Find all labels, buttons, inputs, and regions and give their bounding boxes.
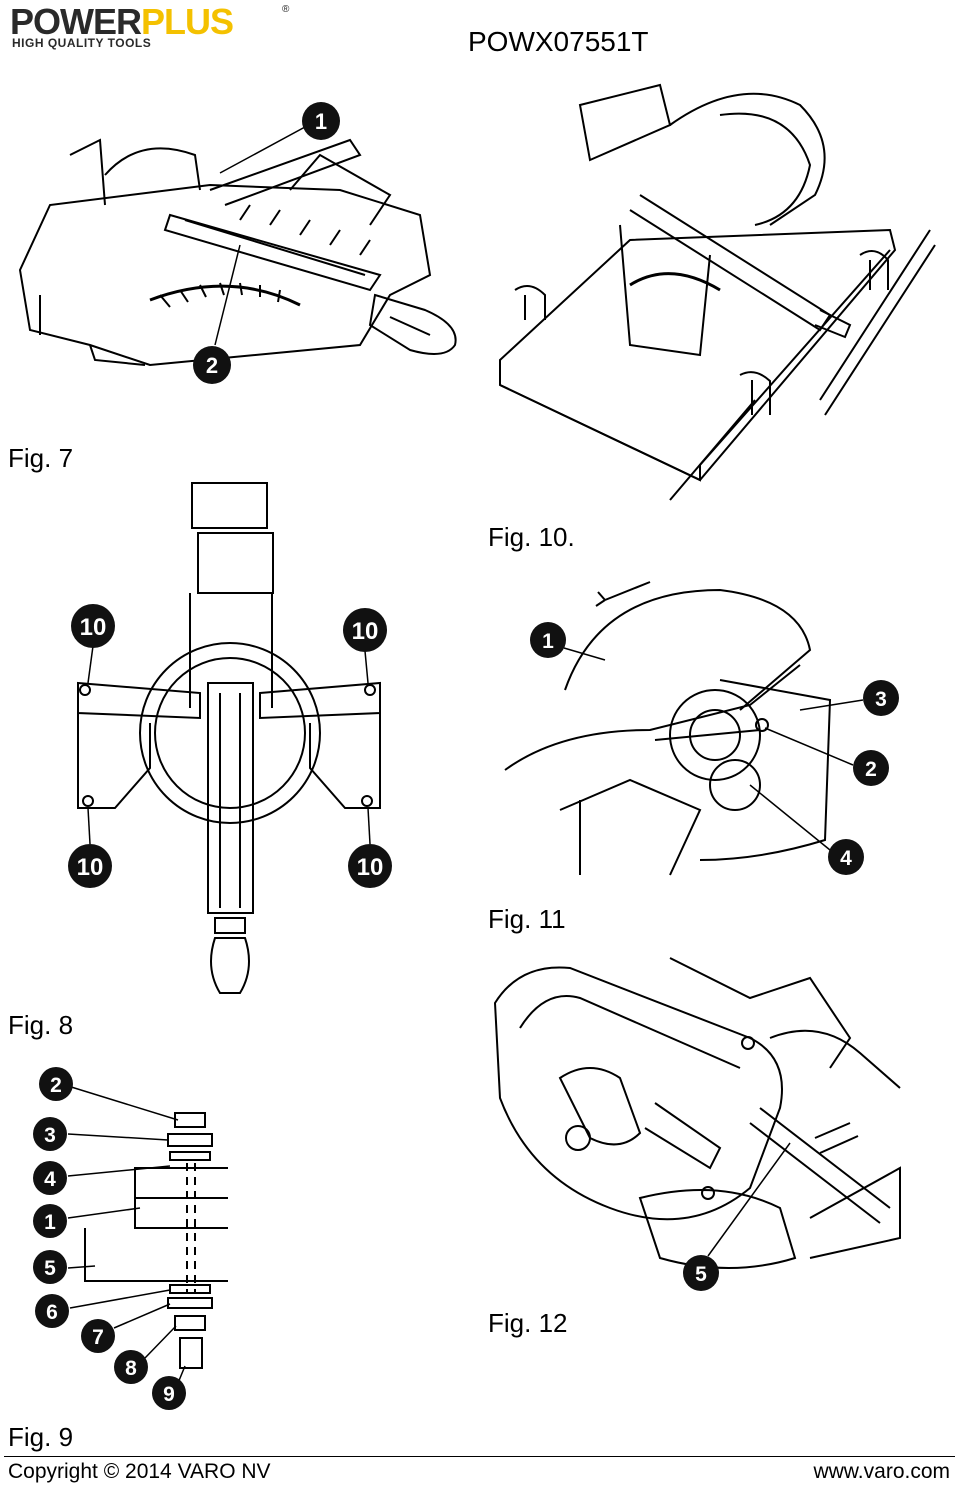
fig9-callout-4: 4 bbox=[33, 1161, 171, 1195]
fig11-label: Fig. 11 bbox=[488, 904, 566, 934]
fig7-illustration: 1 2 bbox=[18, 102, 457, 384]
fig7-callout-1: 1 bbox=[219, 102, 340, 174]
fig7-callout-2: 2 bbox=[193, 244, 241, 384]
fig8-callout-top-left: 10 bbox=[71, 604, 115, 684]
fig9-callout-1: 1 bbox=[33, 1204, 141, 1238]
footer-website-link[interactable]: www.varo.com bbox=[813, 1460, 950, 1483]
fig9-callout-5: 5 bbox=[33, 1250, 96, 1284]
fig12-callout-5-text: 5 bbox=[695, 1263, 707, 1286]
logo-plus-text: PLUS bbox=[141, 1, 234, 42]
logo-tagline: HIGH QUALITY TOOLS bbox=[12, 36, 152, 50]
fig11-callout-2-text: 2 bbox=[865, 758, 877, 781]
footer-copyright: Copyright © 2014 VARO NV bbox=[8, 1460, 271, 1483]
fig8-callout-top-right-text: 10 bbox=[352, 618, 379, 645]
fig7-callout-1-text: 1 bbox=[315, 109, 327, 134]
fig9-illustration: 2 3 4 1 5 6 7 8 9 bbox=[33, 1067, 228, 1410]
fig8-callout-top-right: 10 bbox=[343, 608, 387, 684]
fig9-callout-7: 7 bbox=[81, 1303, 171, 1353]
fig7-label: Fig. 7 bbox=[8, 443, 74, 473]
footer-divider bbox=[4, 1456, 955, 1457]
fig9-callout-5-text: 5 bbox=[44, 1257, 56, 1280]
registered-mark: ® bbox=[282, 4, 290, 15]
fig8-callout-top-left-text: 10 bbox=[80, 614, 107, 641]
fig8-callout-bottom-left: 10 bbox=[68, 807, 112, 888]
fig11-callout-3-text: 3 bbox=[875, 688, 887, 711]
fig11-callout-2: 2 bbox=[764, 727, 889, 786]
fig8-callout-bottom-right: 10 bbox=[348, 807, 392, 888]
fig12-callout-5: 5 bbox=[683, 1142, 791, 1291]
fig8-label: Fig. 8 bbox=[8, 1010, 74, 1040]
fig9-callout-7-text: 7 bbox=[92, 1326, 104, 1349]
fig9-callout-4-text: 4 bbox=[44, 1168, 56, 1191]
brand-logo: POWERPLUS ® HIGH QUALITY TOOLS bbox=[10, 2, 290, 52]
model-number: POWX07551T bbox=[468, 26, 649, 57]
fig8-callout-bottom-right-text: 10 bbox=[357, 854, 384, 881]
fig8-illustration: 10 10 10 10 bbox=[68, 482, 392, 994]
fig9-callout-2-text: 2 bbox=[50, 1074, 62, 1097]
fig8-callout-bottom-left-text: 10 bbox=[77, 854, 104, 881]
fig9-callout-8: 8 bbox=[114, 1325, 177, 1384]
fig9-callout-2: 2 bbox=[39, 1067, 179, 1121]
fig7-callout-2-text: 2 bbox=[206, 353, 218, 378]
fig9-callout-3: 3 bbox=[33, 1117, 169, 1151]
fig9-callout-8-text: 8 bbox=[125, 1357, 137, 1380]
fig11-callout-3: 3 bbox=[799, 680, 899, 716]
fig10-label: Fig. 10. bbox=[488, 522, 575, 552]
fig11-callout-1-text: 1 bbox=[542, 630, 554, 653]
fig9-callout-6: 6 bbox=[35, 1289, 171, 1328]
fig10-illustration bbox=[499, 83, 936, 501]
fig9-callout-3-text: 3 bbox=[44, 1124, 56, 1147]
fig11-illustration: 1 3 2 4 bbox=[504, 581, 899, 876]
fig12-label: Fig. 12 bbox=[488, 1308, 568, 1338]
logo-wordmark: POWERPLUS bbox=[10, 1, 234, 42]
fig11-callout-4-text: 4 bbox=[840, 847, 852, 870]
fig9-callout-9-text: 9 bbox=[163, 1383, 175, 1406]
fig12-illustration: 5 bbox=[493, 957, 901, 1291]
fig9-callout-9: 9 bbox=[152, 1365, 186, 1410]
logo-power-text: POWER bbox=[10, 1, 142, 42]
fig11-callout-4: 4 bbox=[749, 784, 864, 875]
fig9-callout-6-text: 6 bbox=[46, 1301, 58, 1324]
fig11-callout-1: 1 bbox=[530, 622, 606, 661]
fig9-label: Fig. 9 bbox=[8, 1422, 74, 1452]
fig9-callout-1-text: 1 bbox=[44, 1211, 56, 1234]
